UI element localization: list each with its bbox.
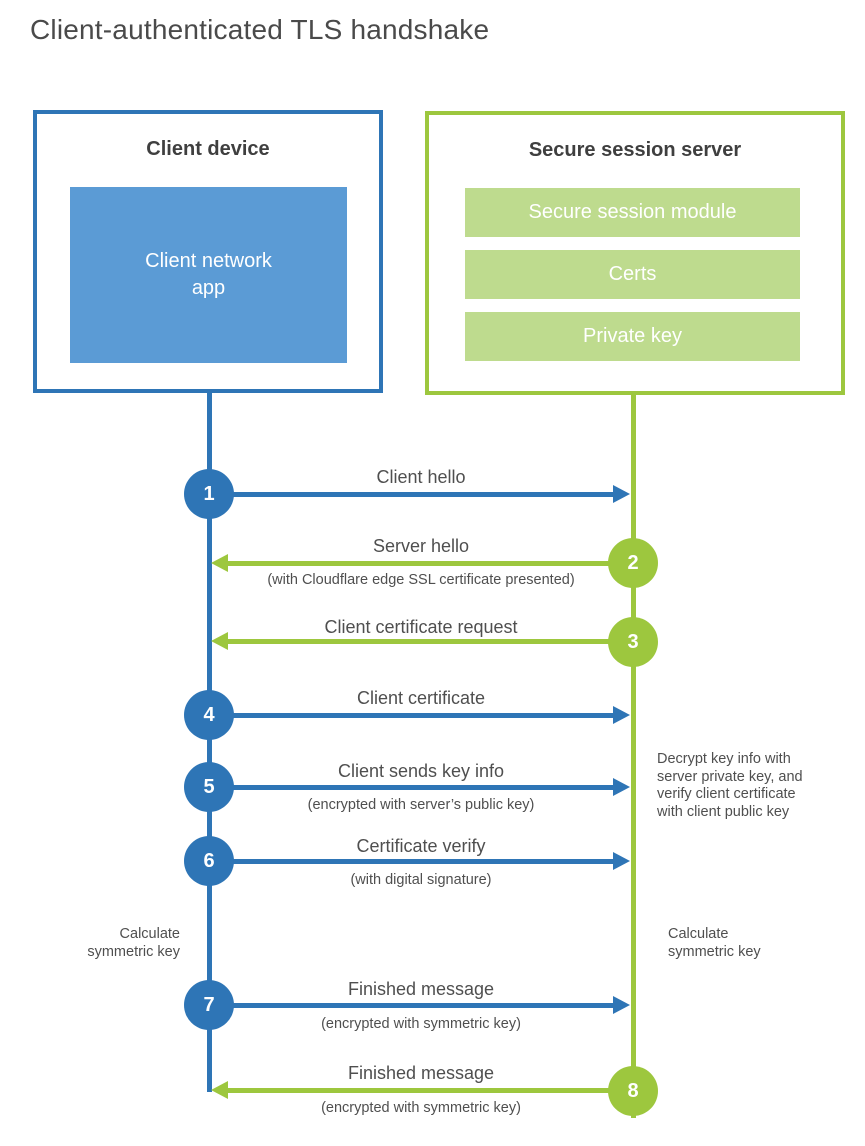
client-lifeline [207, 391, 212, 1092]
message-label: Client certificate request [324, 617, 518, 637]
arrow-line [228, 1088, 633, 1093]
step-circle-3: 3 [608, 617, 658, 667]
step-circle-5: 5 [184, 762, 234, 812]
server-lifeline [631, 393, 636, 1118]
message-label: Client certificate [356, 688, 486, 708]
calc-symmetric-key-note-server: Calculate symmetric key [668, 926, 761, 960]
step-circle-7: 7 [184, 980, 234, 1030]
message-sublabel: (with Cloudflare edge SSL certificate pr… [267, 572, 575, 588]
message-label: Client sends key info [337, 761, 505, 781]
step-circle-1: 1 [184, 469, 234, 519]
step-circle-6: 6 [184, 836, 234, 886]
message-label: Finished message [347, 1063, 495, 1083]
secure-session-server-title: Secure session server [528, 139, 742, 161]
arrow-line [209, 1003, 613, 1008]
step-circle-2: 2 [608, 538, 658, 588]
arrow-head-left-icon [211, 554, 228, 572]
server-module-private-key: Private key [465, 312, 800, 361]
message-label: Server hello [372, 536, 470, 556]
arrow-line [209, 713, 613, 718]
step-circle-4: 4 [184, 690, 234, 740]
arrow-line [209, 785, 613, 790]
arrow-line [209, 859, 613, 864]
arrow-head-right-icon [613, 485, 630, 503]
arrow-line [228, 561, 633, 566]
server-module-certs: Certs [465, 250, 800, 299]
message-label: Certificate verify [356, 836, 486, 856]
server-decrypt-note: Decrypt key info with server private key… [657, 751, 803, 820]
arrow-head-left-icon [211, 1081, 228, 1099]
step-circle-8: 8 [608, 1066, 658, 1116]
message-sublabel: (encrypted with server’s public key) [307, 797, 535, 813]
message-sublabel: (with digital signature) [350, 872, 492, 888]
arrow-head-right-icon [613, 706, 630, 724]
message-label: Client hello [376, 467, 466, 487]
message-sublabel: (encrypted with symmetric key) [321, 1016, 521, 1032]
client-network-app-box: Client network app [70, 187, 347, 363]
client-device-title: Client device [146, 138, 270, 160]
arrow-line [209, 492, 613, 497]
server-module-secure-session: Secure session module [465, 188, 800, 237]
page-title: Client-authenticated TLS handshake [30, 14, 490, 45]
arrow-head-left-icon [211, 632, 228, 650]
message-label: Finished message [347, 979, 495, 999]
message-sublabel: (encrypted with symmetric key) [321, 1100, 521, 1116]
arrow-line [228, 639, 633, 644]
calc-symmetric-key-note-client: Calculate symmetric key [87, 926, 180, 960]
arrow-head-right-icon [613, 778, 630, 796]
arrow-head-right-icon [613, 852, 630, 870]
arrow-head-right-icon [613, 996, 630, 1014]
